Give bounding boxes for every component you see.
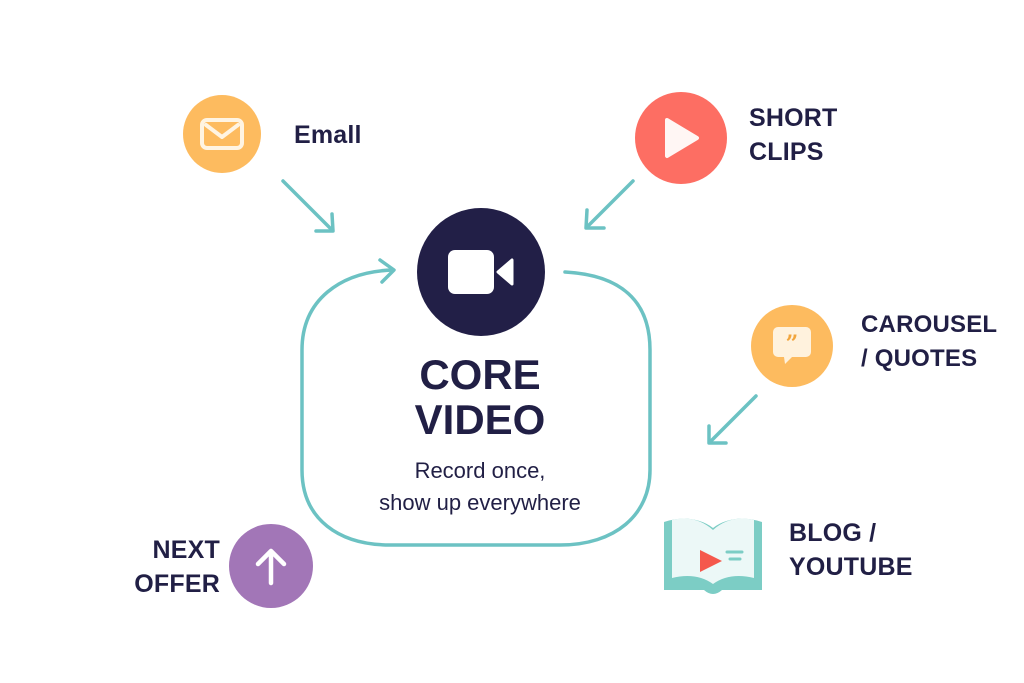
core-subtitle-line-1: Record once, [414, 458, 546, 483]
carousel-label: CAROUSEL / QUOTES [861, 308, 997, 376]
short-clips-label: SHORT CLIPS [749, 101, 838, 169]
email-node-circle [183, 95, 261, 173]
core-title-line-1: CORE [419, 351, 541, 398]
email-label-line: Emall [294, 121, 362, 149]
quote-bubble-icon: ” [773, 327, 811, 364]
next-offer-label: NEXT OFFER [130, 533, 220, 601]
video-camera-icon [448, 250, 514, 294]
play-icon [665, 118, 699, 158]
carousel-label-line-1: CAROUSEL [861, 311, 998, 338]
blog-youtube-label: BLOG / YOUTUBE [789, 516, 913, 584]
short-clips-label-line-2: CLIPS [749, 138, 824, 166]
email-arrow [281, 179, 334, 232]
short-clips-arrow [585, 179, 635, 229]
short-clips-node-circle [635, 92, 727, 184]
core-subtitle-line-2: show up everywhere [379, 490, 581, 515]
carousel-node-circle: ” [751, 305, 833, 387]
loop-arrowhead [378, 258, 396, 284]
carousel-label-line-2: / QUOTES [861, 345, 978, 372]
short-clips-label-line-1: SHORT [749, 104, 838, 132]
book-play-icon [664, 518, 762, 594]
blog-youtube-icon-wrap [662, 512, 764, 598]
core-title-line-2: VIDEO [414, 396, 546, 443]
blog-youtube-label-line-2: YOUTUBE [789, 553, 913, 581]
arrow-up-icon [255, 548, 287, 586]
blog-youtube-label-line-1: BLOG / [789, 519, 877, 547]
core-video-circle [417, 208, 545, 336]
svg-text:”: ” [786, 331, 799, 357]
envelope-icon [200, 118, 244, 150]
next-offer-node-circle [229, 524, 313, 608]
core-subtitle: Record once, show up everywhere [320, 455, 640, 519]
next-offer-label-line-2: OFFER [134, 570, 220, 598]
carousel-arrow [708, 394, 758, 444]
next-offer-label-line-1: NEXT [152, 536, 220, 564]
core-title: CORE VIDEO [330, 352, 630, 442]
email-label: Emall [294, 118, 362, 152]
